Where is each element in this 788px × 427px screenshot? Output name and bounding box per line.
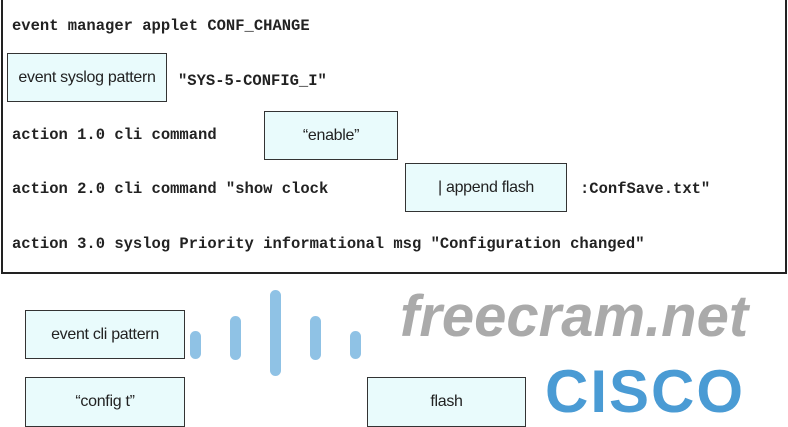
drop-slot-event-syslog-pattern[interactable]: event syslog pattern: [7, 53, 167, 102]
option-config-t[interactable]: “config t”: [25, 377, 185, 427]
cisco-logo-text: CISCO: [545, 358, 746, 425]
drop-slot-append-flash[interactable]: | append flash: [405, 163, 567, 212]
cisco-logo-bars: [190, 288, 365, 378]
code-line-syslog-pattern: "SYS-5-CONFIG_I": [178, 72, 327, 90]
code-line-action2: action 2.0 cli command "show clock: [12, 180, 329, 198]
option-flash[interactable]: flash: [367, 377, 526, 427]
code-line-action1: action 1.0 cli command: [12, 126, 217, 144]
option-event-cli-pattern[interactable]: event cli pattern: [25, 310, 185, 359]
code-line-applet: event manager applet CONF_CHANGE: [12, 17, 310, 35]
code-line-action2-suffix: :ConfSave.txt": [580, 180, 711, 198]
drop-slot-enable[interactable]: “enable”: [264, 111, 398, 160]
watermark-text: freecram.net: [400, 284, 749, 349]
code-line-action3: action 3.0 syslog Priority informational…: [12, 235, 645, 253]
code-panel: event manager applet CONF_CHANGE "SYS-5-…: [1, 0, 787, 274]
